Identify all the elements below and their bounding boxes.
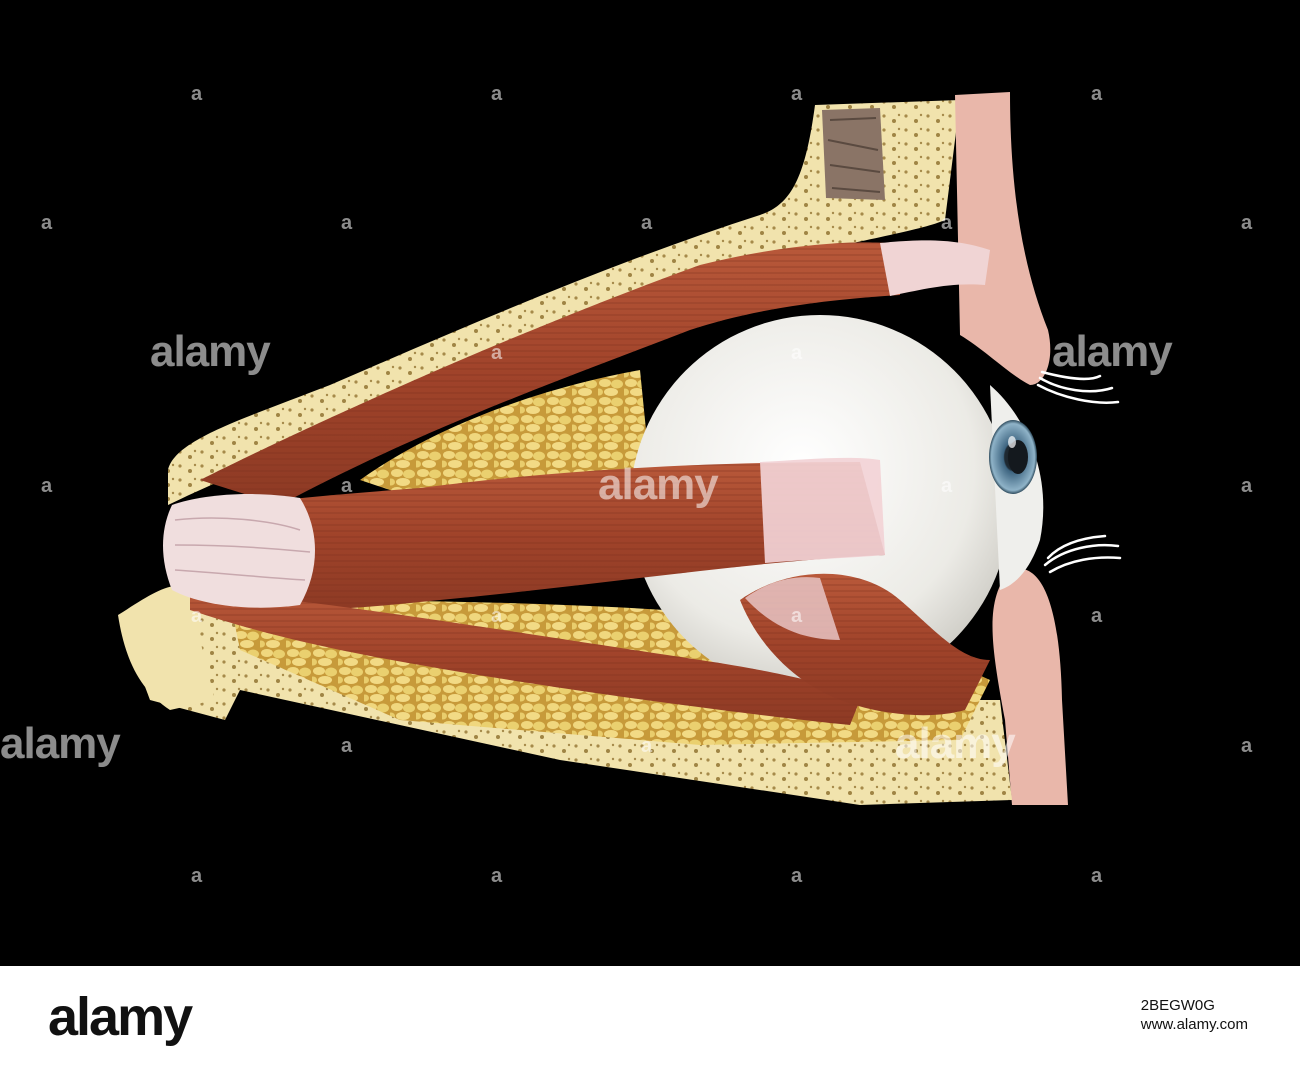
frontal-sinus xyxy=(822,108,885,200)
site-url: www.alamy.com xyxy=(1140,1016,1248,1033)
orbital-fat-upper xyxy=(360,370,650,500)
eye-muscle-anatomy-illustration xyxy=(118,92,1122,805)
pupil xyxy=(1008,440,1028,474)
image-id: 2BEGW0G xyxy=(1140,997,1215,1014)
orbital-apex-bone xyxy=(118,585,215,710)
inferior-oblique-tendon xyxy=(745,577,840,640)
image-credit: 2BEGW0G www.alamy.com xyxy=(1141,996,1248,1034)
alamy-logo: alamy xyxy=(48,987,193,1047)
lateral-rectus-tendon xyxy=(760,457,885,563)
upper-eyelid xyxy=(955,92,1051,385)
lower-eyelashes xyxy=(1043,534,1122,574)
stock-footer-bar: alamy 2BEGW0G www.alamy.com xyxy=(0,966,1300,1066)
superior-tendon xyxy=(880,240,990,296)
lower-eyelid xyxy=(992,568,1068,805)
common-tendinous-ring xyxy=(163,494,315,608)
upper-eyelashes xyxy=(1036,370,1120,404)
